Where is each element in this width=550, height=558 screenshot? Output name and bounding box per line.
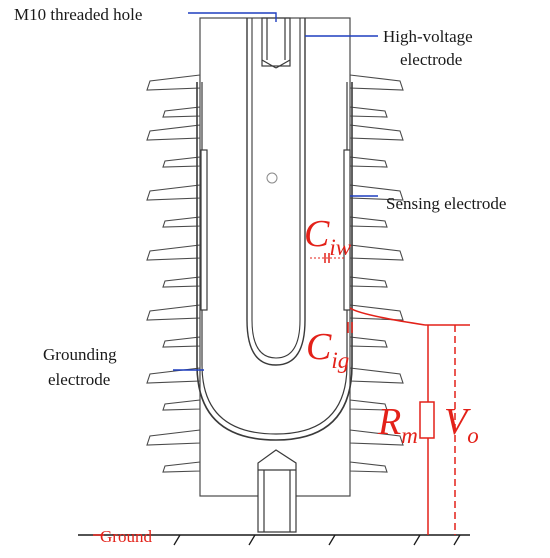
measurement-circuit bbox=[93, 253, 470, 536]
grounding-electrode-label-1: Grounding bbox=[43, 345, 117, 364]
grounding-electrode bbox=[196, 82, 353, 441]
leader-lines bbox=[173, 12, 378, 371]
capacitance-c-iw: Ciw bbox=[304, 213, 352, 260]
bottom-bolt bbox=[257, 449, 297, 533]
sensing-electrode-label: Sensing electrode bbox=[386, 194, 507, 213]
voltage-v-o: Vo bbox=[444, 401, 479, 448]
insulator-core bbox=[199, 17, 351, 497]
hv-electrode-label-2: electrode bbox=[400, 50, 463, 69]
threaded-hole-label: M10 threaded hole bbox=[14, 5, 143, 24]
hv-electrode-label-1: High-voltage bbox=[383, 27, 473, 46]
resistor-r-m: Rm bbox=[378, 401, 418, 448]
high-voltage-electrode bbox=[246, 18, 306, 366]
sensing-electrode-right bbox=[343, 149, 351, 311]
ground-label: Ground bbox=[100, 527, 152, 546]
resistor-rm bbox=[419, 401, 435, 439]
grounding-electrode-label-2: electrode bbox=[48, 370, 111, 389]
sensing-electrode-left bbox=[200, 149, 208, 311]
capacitance-c-ig: Cig bbox=[306, 326, 350, 373]
